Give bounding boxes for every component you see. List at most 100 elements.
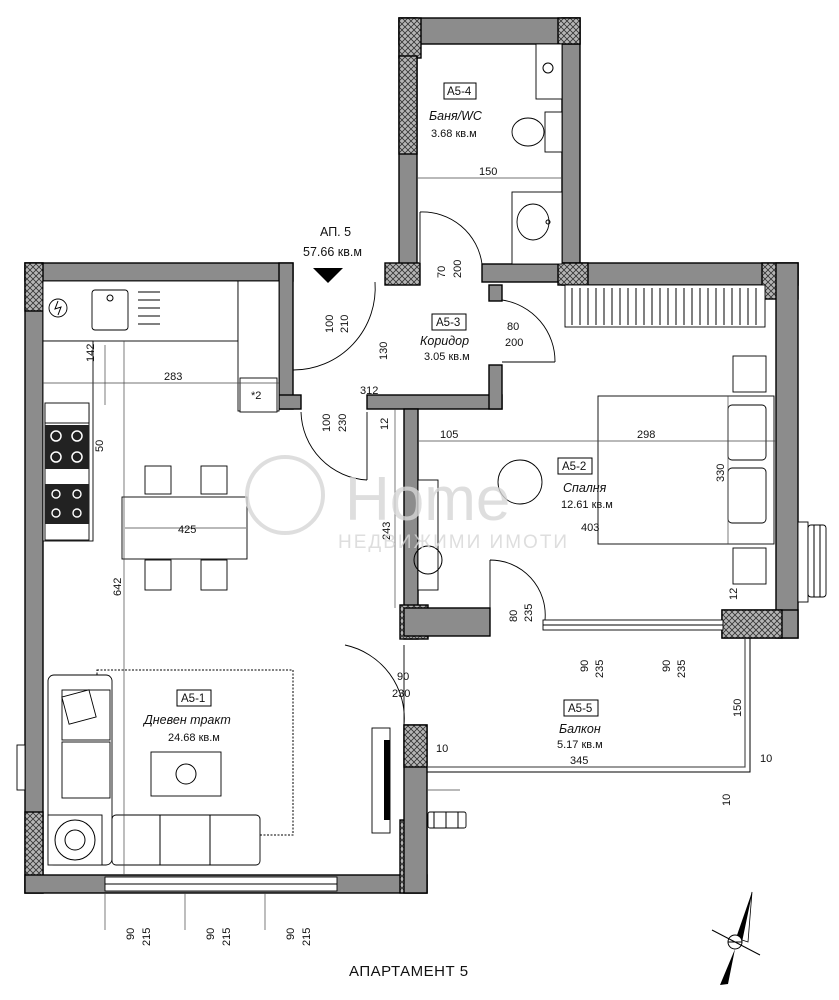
bedroom bbox=[413, 284, 775, 591]
dim-door-bath-w: 70 bbox=[436, 266, 448, 278]
dim-bal-len: 345 bbox=[570, 755, 588, 767]
dim-win3-h: 215 bbox=[301, 928, 313, 946]
radiator-bed bbox=[807, 524, 827, 598]
room-name: Балкон bbox=[559, 722, 601, 736]
room-area: 5.17 кв.м bbox=[557, 739, 603, 751]
pillow-icon bbox=[727, 404, 767, 461]
chair-icon bbox=[144, 465, 172, 495]
kitchen bbox=[42, 280, 280, 542]
living bbox=[47, 669, 391, 866]
dim-win-bal1-w: 90 bbox=[579, 660, 591, 672]
nightstand bbox=[732, 355, 767, 393]
dim-win2-h: 215 bbox=[221, 928, 233, 946]
pillar-living-tl bbox=[24, 262, 44, 312]
door-bedroom bbox=[501, 299, 556, 363]
dim-win2-w: 90 bbox=[205, 928, 217, 940]
drainer-icon bbox=[138, 291, 160, 325]
dim-living-w: 425 bbox=[178, 524, 196, 536]
pillar-corr bbox=[384, 262, 421, 286]
dim-win3-w: 90 bbox=[285, 928, 297, 940]
north-arrow-icon bbox=[711, 891, 761, 985]
pillar-bath-tl bbox=[398, 17, 422, 59]
dim-kitchen-len: 283 bbox=[164, 371, 182, 383]
pillar-bed-br bbox=[721, 609, 783, 639]
door-living bbox=[300, 411, 368, 481]
doors bbox=[292, 211, 556, 726]
apartment-label: АП. 5 bbox=[320, 225, 351, 239]
sofa-bottom bbox=[111, 814, 261, 866]
fridge-icon bbox=[239, 377, 278, 413]
dim-corr-h: 130 bbox=[378, 342, 390, 360]
window-living-left bbox=[16, 744, 26, 791]
toilet-icon bbox=[511, 117, 545, 147]
sink-icon bbox=[91, 289, 129, 331]
door-bath bbox=[419, 211, 483, 265]
coffee-table bbox=[150, 751, 222, 797]
dim-wall12b: 12 bbox=[728, 588, 740, 600]
kitchen-counter-top bbox=[42, 280, 239, 342]
walls bbox=[24, 17, 799, 894]
nightstand bbox=[732, 547, 767, 585]
apartment-area: 57.66 кв.м bbox=[303, 245, 362, 259]
dim-win-bal2-h: 235 bbox=[676, 660, 688, 678]
round-rug bbox=[497, 459, 543, 505]
room-area: 3.68 кв.м bbox=[431, 128, 477, 140]
wardrobe-hangers bbox=[571, 288, 757, 325]
dim-bed-side: 243 bbox=[381, 522, 393, 540]
plan-title: АПАРТАМЕНТ 5 bbox=[349, 963, 469, 980]
stove-icon bbox=[45, 425, 89, 524]
chair-icon bbox=[200, 465, 228, 495]
dim-door-living-w: 100 bbox=[321, 414, 333, 432]
radiator-balcony bbox=[427, 811, 467, 829]
plant-icon bbox=[47, 814, 103, 866]
chair-icon bbox=[200, 559, 228, 591]
wardrobe bbox=[564, 284, 766, 328]
chair-icon bbox=[144, 559, 172, 591]
dim-door-bed-h: 200 bbox=[505, 337, 523, 349]
sofa-cushion bbox=[61, 741, 111, 799]
wall-living-left bbox=[24, 262, 44, 894]
dimension-texts: 150 70 200 100 210 80 200 130 312 100 23… bbox=[85, 166, 772, 946]
dim-wall12a: 12 bbox=[379, 418, 391, 430]
wall-entry-left bbox=[278, 262, 294, 410]
dim-rail10c: 10 bbox=[721, 794, 733, 806]
room-id: A5-2 bbox=[562, 461, 586, 473]
pillar-bath-tr bbox=[557, 17, 581, 45]
room-name: Коридор bbox=[420, 334, 469, 348]
washbasin-icon bbox=[516, 203, 550, 241]
wall-living-top bbox=[24, 262, 294, 282]
watermark-brand: Home bbox=[345, 465, 510, 534]
dimension-lines bbox=[43, 177, 776, 930]
desk bbox=[417, 479, 439, 591]
wall-bath-top bbox=[398, 17, 581, 45]
window-bed-right bbox=[797, 521, 809, 603]
dim-bed-w1: 105 bbox=[440, 429, 458, 441]
room-name: Спалня bbox=[563, 481, 607, 495]
entry-marker: АП. 5 57.66 кв.м bbox=[303, 225, 362, 283]
door-entry bbox=[292, 281, 376, 371]
dim-bath-width: 150 bbox=[479, 166, 497, 178]
windows bbox=[16, 521, 827, 892]
dim-win1-w: 90 bbox=[125, 928, 137, 940]
wall-corr-bottom bbox=[366, 394, 503, 410]
dim-living-h: 642 bbox=[112, 578, 124, 596]
dim-fridge: *2 bbox=[251, 390, 261, 402]
pillar-living-mr bbox=[403, 724, 428, 768]
room-area: 3.05 кв.м bbox=[424, 351, 470, 363]
wall-bath-right bbox=[561, 17, 581, 265]
plant-icon bbox=[413, 545, 443, 575]
dim-door-living-h: 230 bbox=[337, 414, 349, 432]
wall-corr-right bbox=[488, 364, 503, 410]
room-name: Баня/WC bbox=[429, 109, 483, 123]
room-a5-3: A5-3 Коридор 3.05 кв.м bbox=[420, 313, 470, 363]
dim-win-bal1-h: 235 bbox=[594, 660, 606, 678]
dim-door-bal-h: 235 bbox=[523, 604, 535, 622]
wall-corr-step bbox=[278, 394, 302, 410]
entry-arrow-icon bbox=[313, 268, 343, 283]
shower-icon bbox=[535, 43, 563, 100]
room-id: A5-3 bbox=[436, 317, 460, 329]
door-balcony bbox=[489, 559, 546, 621]
dim-win1-h: 215 bbox=[141, 928, 153, 946]
watermark-logo-icon bbox=[245, 455, 325, 535]
wall-bed-right bbox=[775, 262, 799, 639]
